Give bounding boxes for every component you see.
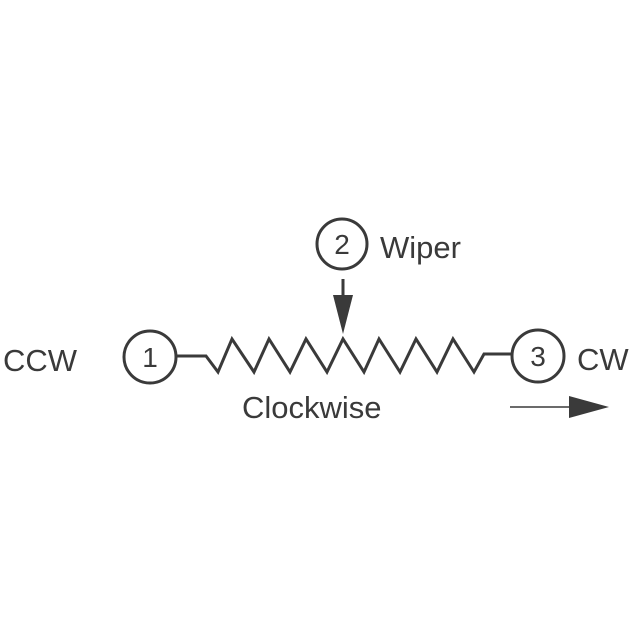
arrow-down-icon (333, 279, 353, 334)
arrow-right-icon (510, 396, 609, 418)
terminal-2: 2 (315, 217, 369, 271)
terminal-2-number: 2 (334, 229, 350, 260)
zigzag-resistor-icon (176, 335, 512, 376)
wiper-arrow-head (333, 295, 353, 334)
terminal-1-number: 1 (142, 342, 158, 373)
terminal-3-number: 3 (530, 341, 546, 372)
cw-label: CW (577, 342, 629, 377)
terminal-2-circle (315, 217, 369, 271)
wiper-label: Wiper (380, 230, 461, 265)
terminal-1: 1 (122, 329, 178, 385)
ccw-label: CCW (3, 343, 78, 378)
terminal-3: 3 (510, 328, 566, 384)
clockwise-label: Clockwise (242, 390, 382, 425)
direction-arrow-head (569, 396, 609, 418)
terminal-3-circle (510, 328, 566, 384)
